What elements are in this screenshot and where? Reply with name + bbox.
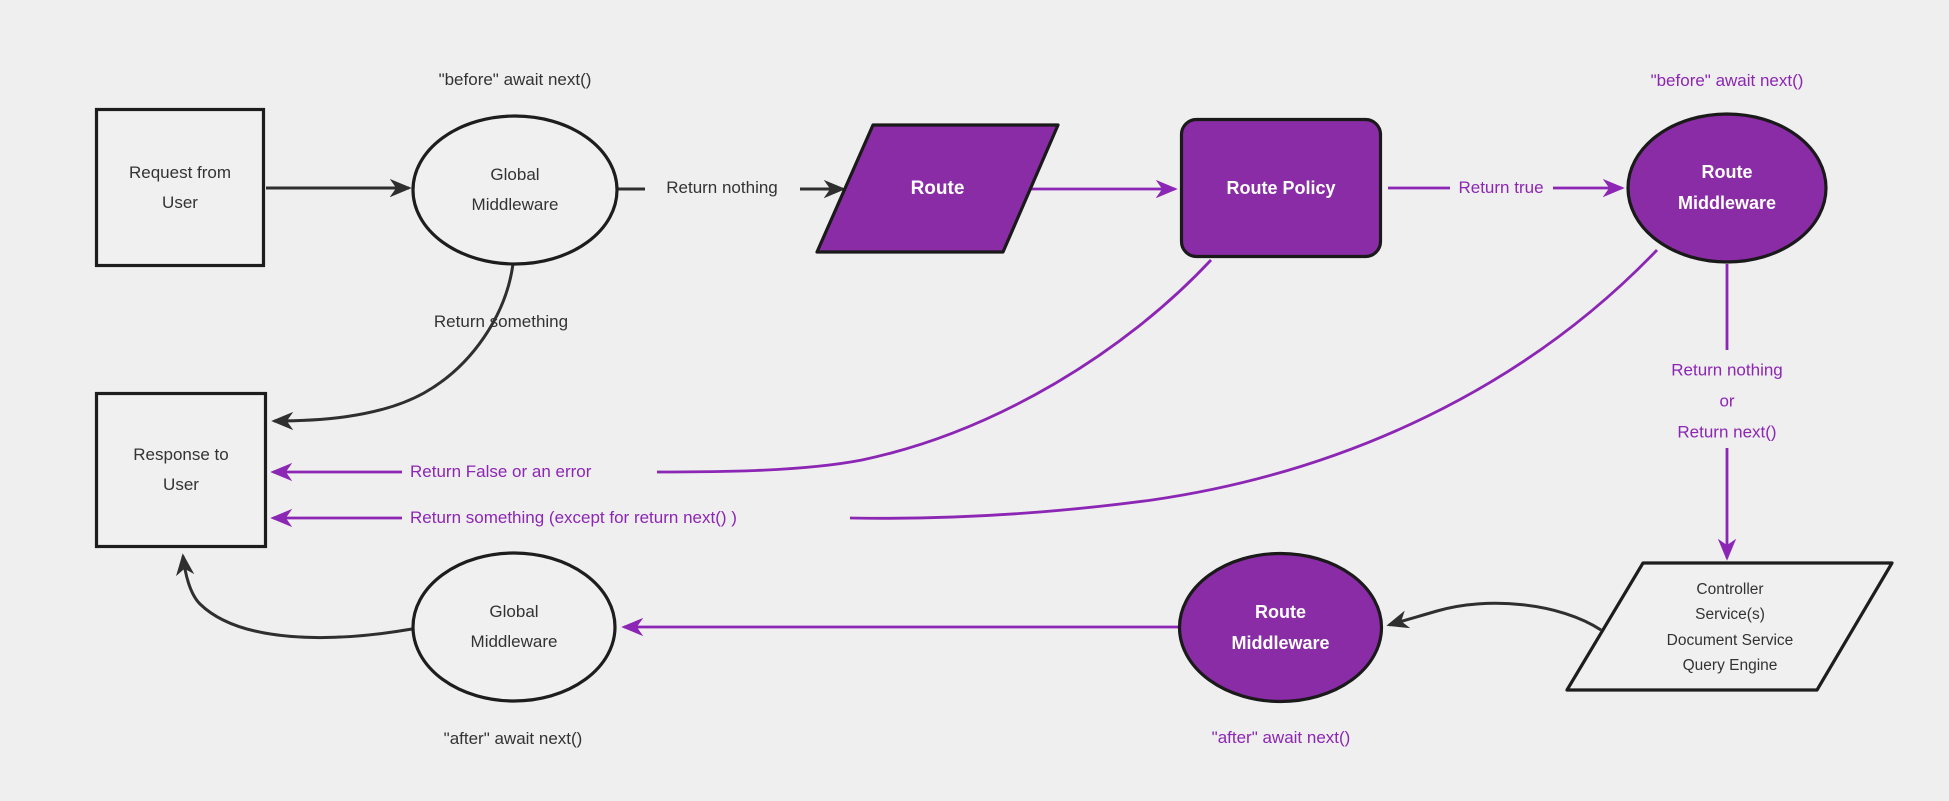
edge-global-middleware-return-something-curve [271,263,515,431]
edge-route-policy-return-false-curve [656,259,1213,474]
global-middleware-bottom-ellipse [411,551,617,703]
route-parallelogram [815,123,1060,254]
route-middleware-top-ellipse [1626,112,1828,264]
response-to-user-box [94,391,268,549]
route-middleware-bottom-ellipse [1177,551,1384,704]
edge-global-middleware-bottom-to-response [176,553,413,640]
controller-services-parallelogram [1565,561,1894,692]
request-from-user-box [94,107,266,268]
global-middleware-top-ellipse [411,114,619,266]
edge-route-middleware-return-something-curve [849,249,1659,520]
edge-controller-to-route-middleware-bottom [1386,601,1602,632]
route-policy-box [1179,117,1383,259]
